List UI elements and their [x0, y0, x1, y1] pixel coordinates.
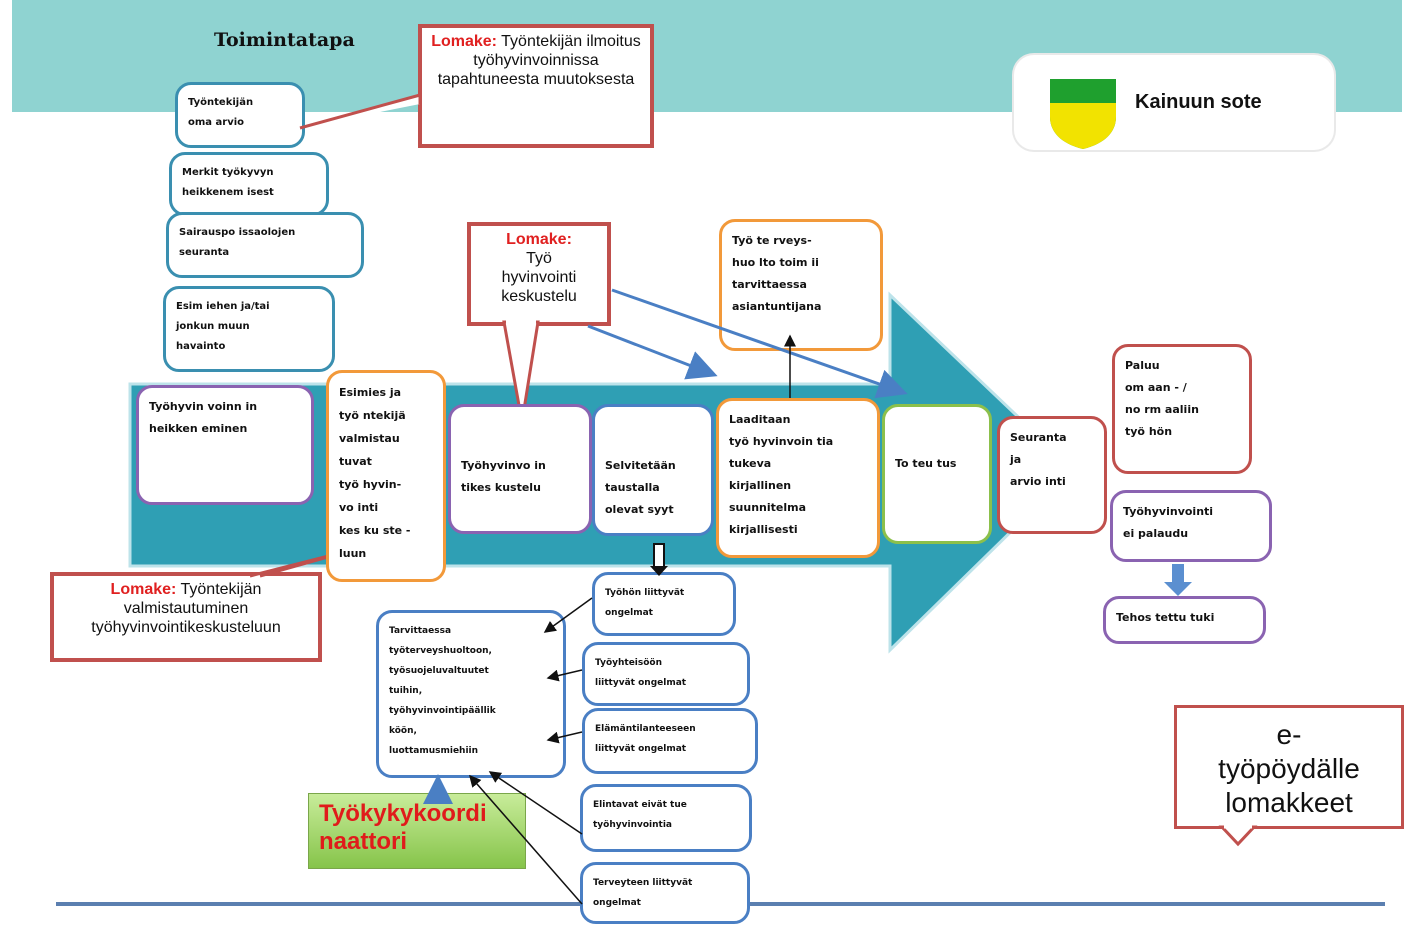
- problem-lifestyle: Elintavat eivät tue työhyvinvointia: [580, 784, 752, 852]
- support-referrals: Tarvittaessa työterveyshuoltoon, työsuoj…: [376, 610, 566, 778]
- problem-health: Terveyteen liittyvät ongelmat: [580, 862, 750, 924]
- form-callout-change-notice: Lomake: Työntekijän ilmoitus työhyvinvoi…: [418, 24, 654, 148]
- kainuu-coat-of-arms-icon: [1050, 79, 1116, 149]
- step-occupational-health: Työ te rveys- huo lto toim ii tarvittaes…: [719, 219, 883, 351]
- org-name: Kainuun sote: [1135, 91, 1262, 113]
- step-identify-causes: Selvitetään taustalla olevat syyt: [592, 404, 714, 536]
- form-callout-discussion: Lomake: Työ hyvinvointi keskustelu: [467, 222, 611, 326]
- callout-text: Työntekijän valmistautuminen työhyvinvoi…: [91, 581, 281, 636]
- problem-work: Työhön liittyvät ongelmat: [592, 572, 736, 636]
- outcome-not-recovered: Työhyvinvointi ei palaudu: [1110, 490, 1272, 562]
- indicator-self-assessment: Työntekijän oma arvio: [175, 82, 305, 148]
- step-wellbeing-discussion: Työhyvinvo in tikes kustelu: [448, 404, 592, 534]
- step-preparation: Esimies ja työ ntekijä valmistau tuvat t…: [326, 370, 446, 582]
- eforms-note: e- työpöydälle lomakkeet: [1174, 705, 1404, 829]
- outcome-return-to-work: Paluu om aan - / no rm aaliin työ hön: [1112, 344, 1252, 474]
- step-wellbeing-decline: Työhyvin voinn in heikken eminen: [136, 385, 314, 505]
- step-written-plan: Laaditaan työ hyvinvoin tia tukeva kirja…: [716, 398, 880, 558]
- problem-work-community: Työyhteisöön liittyvät ongelmat: [582, 642, 750, 706]
- step-followup-evaluation: Seuranta ja arvio inti: [997, 416, 1107, 534]
- step-implementation: To teu tus: [882, 404, 992, 544]
- indicator-work-ability-signs: Merkit työkyvyn heikkenem isest: [169, 152, 329, 216]
- callout-keyword: Lomake:: [506, 231, 572, 248]
- form-callout-preparation: Lomake: Työntekijän valmistautuminen työ…: [50, 572, 322, 662]
- logo-card: [1014, 55, 1334, 150]
- work-ability-coordinator: Työkykykoordi naattori: [308, 793, 526, 869]
- page-title: Toimintatapa: [214, 29, 355, 51]
- indicator-sick-leave-followup: Sairauspo issaolojen seuranta: [166, 212, 364, 278]
- callout-keyword: Lomake:: [431, 33, 497, 50]
- problem-life-situation: Elämäntilanteeseen liittyvät ongelmat: [582, 708, 758, 774]
- indicator-manager-observation: Esim iehen ja/tai jonkun muun havainto: [163, 286, 335, 372]
- callout-keyword: Lomake:: [110, 581, 177, 598]
- callout-text: Työntekijän ilmoitus työhyvinvoinnissa t…: [437, 33, 641, 88]
- outcome-intensified-support: Tehos tettu tuki: [1103, 596, 1266, 644]
- callout-text: Työ hyvinvointi keskustelu: [501, 250, 577, 305]
